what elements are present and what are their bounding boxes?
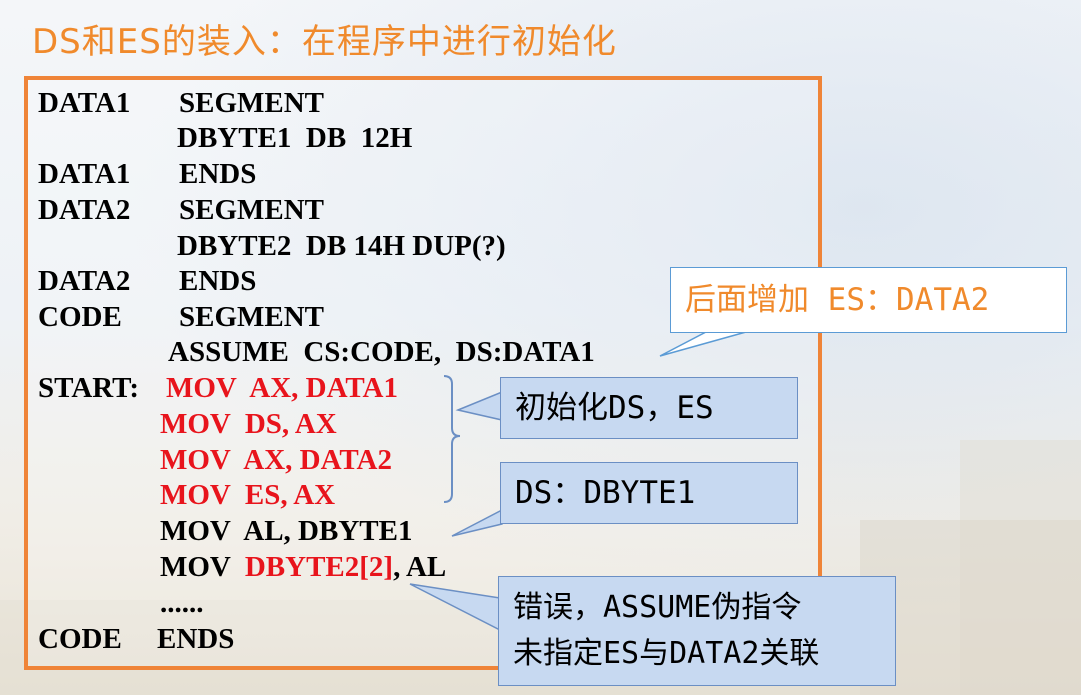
callout-init-ds-es: 初始化DS，ES: [500, 377, 798, 439]
brace-bracket: [443, 375, 461, 503]
code-line-13: MOV AL, DBYTE1: [160, 515, 413, 547]
code-line-14-rest: , AL: [393, 551, 447, 583]
code-line-12-instruction: MOV ES, AX: [160, 479, 336, 511]
callout-ds-dbyte1: DS：DBYTE1: [500, 462, 798, 524]
code-line-2: DBYTE1 DB 12H: [177, 122, 413, 154]
code-line-3-label: DATA1: [38, 158, 131, 190]
callout-error-line-2: 未指定ES与DATA2关联: [513, 636, 820, 671]
background-building-left: [860, 520, 1081, 695]
pointer-init: [455, 390, 503, 421]
code-line-11-instruction: MOV AX, DATA2: [160, 444, 392, 476]
code-line-9-start-label: START:: [38, 372, 140, 404]
pointer-add-es: [659, 331, 747, 357]
callout-add-es: 后面增加 ES：DATA2: [670, 267, 1067, 333]
pointer-error: [409, 583, 501, 632]
code-line-16-label: CODE: [38, 623, 122, 655]
code-line-11: MOV AX, DATA2: [160, 443, 392, 477]
code-line-4-directive: SEGMENT: [179, 194, 325, 226]
code-line-1-directive: SEGMENT: [179, 87, 325, 119]
code-line-14: MOV DBYTE2[2], AL: [160, 550, 446, 584]
code-line-4-label: DATA2: [38, 194, 131, 226]
code-line-3-directive: ENDS: [179, 158, 257, 190]
code-line-1-label: DATA1: [38, 87, 131, 119]
code-line-5: DBYTE2 DB 14H DUP(?): [177, 230, 506, 262]
slide-title: DS和ES的装入：在程序中进行初始化: [32, 22, 617, 62]
code-line-6-label: DATA2: [38, 265, 131, 297]
code-line-10: MOV DS, AX: [160, 407, 337, 441]
code-line-16-directive: ENDS: [157, 623, 235, 655]
code-line-10-instruction: MOV DS, AX: [160, 408, 337, 440]
pointer-ds-dbyte: [451, 508, 503, 537]
code-line-6-directive: ENDS: [179, 265, 257, 297]
code-line-12: MOV ES, AX: [160, 478, 335, 512]
code-line-7-label: CODE: [38, 301, 122, 333]
code-line-9: MOV AX, DATA1: [166, 371, 398, 405]
background-building-right: [960, 440, 1081, 695]
code-line-8-assume: ASSUME CS:CODE, DS:DATA1: [168, 336, 595, 368]
code-line-7-directive: SEGMENT: [179, 301, 325, 333]
callout-error-line-1: 错误，ASSUME伪指令: [513, 590, 802, 625]
callout-error: 错误，ASSUME伪指令 未指定ES与DATA2关联: [498, 576, 896, 686]
code-line-14-mov: MOV: [160, 551, 231, 583]
code-frame: [24, 76, 822, 670]
code-line-9-instruction: MOV AX, DATA1: [166, 372, 398, 404]
code-line-15-ellipsis: ......: [160, 587, 204, 619]
code-line-14-operand: DBYTE2[2]: [244, 551, 394, 583]
